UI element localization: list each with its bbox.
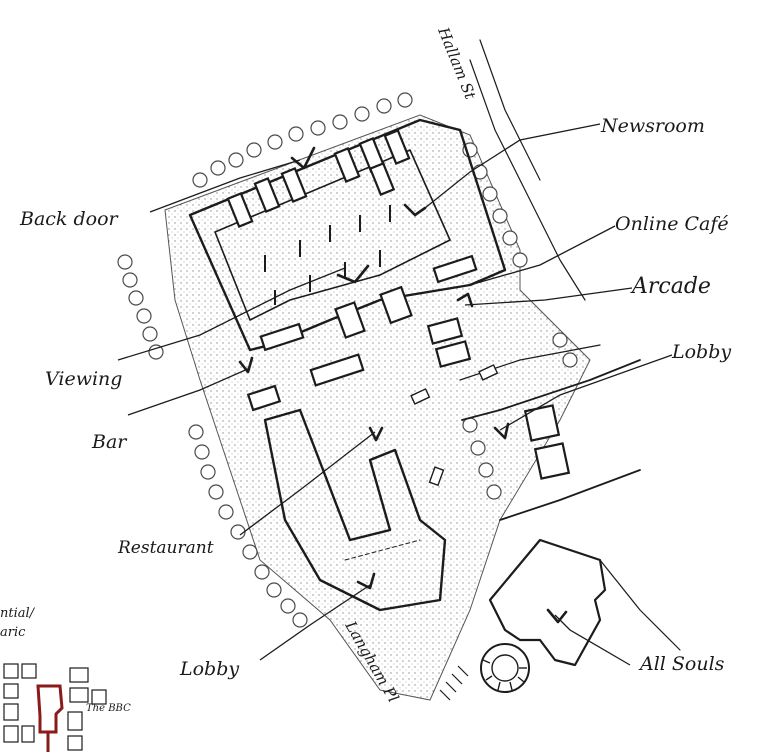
- u-building-inner: [344, 539, 421, 561]
- label-arcade: Arcade: [630, 274, 711, 299]
- tree-row-left: [117, 254, 308, 628]
- u-building: [263, 408, 447, 612]
- label-back-door: Back door: [19, 208, 120, 230]
- label-online-cafe: Online Café: [615, 213, 729, 235]
- inset-label-line2: aric: [0, 625, 26, 640]
- newsroom-blocks: [226, 129, 411, 228]
- label-viewing: Viewing: [45, 368, 122, 390]
- inset-map: The BBC ntial/ aric: [0, 606, 150, 753]
- label-newsroom: Newsroom: [600, 115, 705, 137]
- east-street-edge: [599, 559, 681, 651]
- tree-row-right: [462, 142, 578, 500]
- crossing-marks: [439, 665, 469, 701]
- label-restaurant: Restaurant: [117, 538, 214, 558]
- all-souls-church: [480, 538, 607, 693]
- label-lobby-right: Lobby: [671, 341, 731, 363]
- bbc-outline-inset: [36, 684, 64, 734]
- hallam-street-edge: [469, 59, 586, 301]
- arrow-marks: [238, 146, 568, 624]
- tree-row-top: [192, 92, 413, 188]
- main-building-outline: [188, 118, 507, 352]
- inset-label-line1: ntial/: [0, 606, 36, 621]
- arcade-blocks: [246, 254, 478, 412]
- cars: [410, 364, 499, 487]
- courtyard-pillars: [264, 205, 391, 305]
- inset-label-bbc: The BBC: [86, 703, 131, 714]
- label-lobby-bottom: Lobby: [179, 658, 239, 680]
- hallam-street-edge-2: [479, 39, 541, 181]
- leader-lines: [117, 123, 673, 666]
- courtyard-inner: [214, 149, 451, 321]
- label-bar: Bar: [91, 431, 128, 453]
- label-all-souls: All Souls: [638, 653, 725, 675]
- label-hallam-st: Hallam St: [434, 24, 480, 103]
- lobby-blocks: [461, 359, 641, 521]
